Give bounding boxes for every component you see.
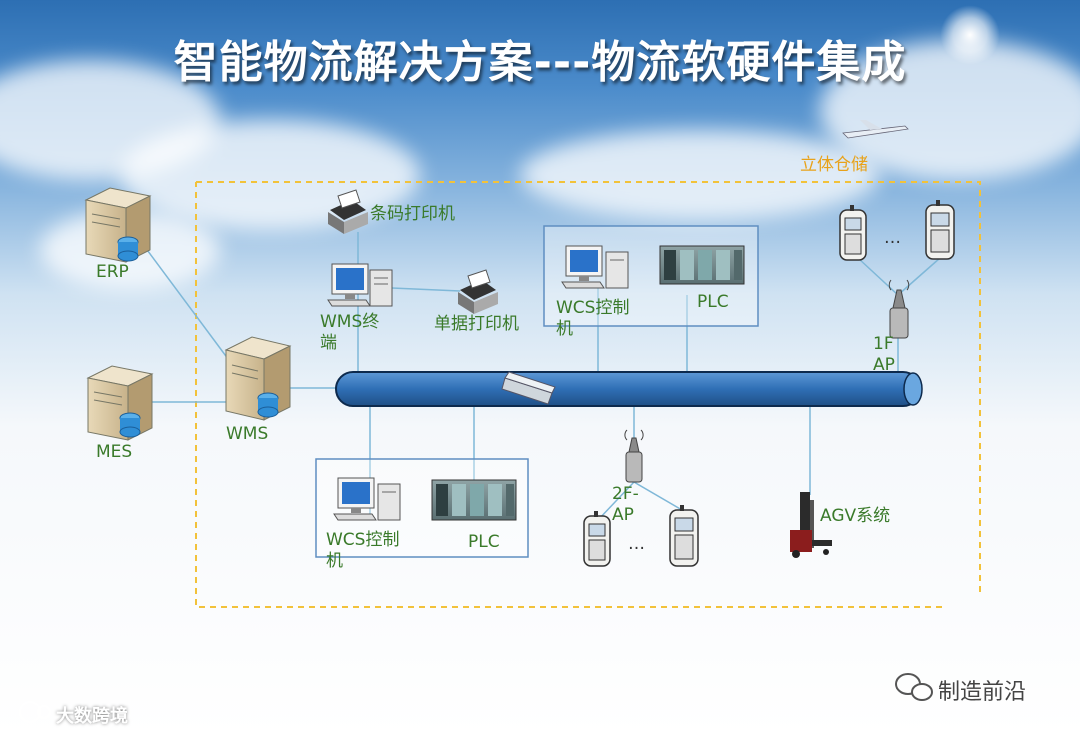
cloud <box>820 40 1080 180</box>
agv-label: AGV系统 <box>820 506 891 526</box>
wcs-computer-top-icon <box>561 245 629 289</box>
handheld-terminal-icon <box>583 511 611 567</box>
wcs-top-label: WCS控制 机 <box>556 298 630 339</box>
cloud <box>120 120 420 230</box>
network-bus <box>335 371 923 407</box>
ellipsis-bottom: … <box>628 534 645 554</box>
mes-server-icon <box>86 365 154 441</box>
page-title: 智能物流解决方案---物流软硬件集成 <box>173 37 907 88</box>
cloud <box>520 130 880 220</box>
agv-forklift-icon <box>790 492 832 558</box>
handheld-terminal-icon <box>839 205 867 261</box>
document-printer-icon <box>458 269 498 314</box>
handheld-terminal-icon <box>669 505 699 567</box>
plc-top-label: PLC <box>697 292 729 312</box>
wms-server-icon <box>224 336 292 421</box>
watermark-left: 大数跨境 <box>56 706 128 727</box>
storage-area-border <box>195 181 981 608</box>
access-point-2f-icon <box>624 429 644 483</box>
wms-terminal-computer-icon <box>327 263 393 307</box>
barcode-printer-icon <box>328 189 368 234</box>
brand-watermark: 制造前沿 <box>938 680 1027 705</box>
wms-label: WMS <box>226 424 269 444</box>
plc-top-icon <box>659 245 745 285</box>
handheld-terminal-icon <box>925 200 955 260</box>
network-switch-icon <box>501 371 556 405</box>
mes-label: MES <box>96 442 133 462</box>
access-point-1f-icon <box>888 279 910 339</box>
plc-bottom-icon <box>431 479 517 521</box>
ap-2f-label: 2F- AP <box>612 484 639 525</box>
wcs-computer-bottom-icon <box>333 477 401 521</box>
plc-bottom-label: PLC <box>468 532 500 552</box>
document-printer-label: 单据打印机 <box>434 314 519 334</box>
watermark-logo-icon <box>19 701 51 723</box>
connector-lines <box>135 232 941 521</box>
storage-area-label: 立体仓储 <box>800 155 868 175</box>
sun <box>940 5 1000 65</box>
wechat-icon <box>895 673 933 701</box>
wcs-bottom-label: WCS控制 机 <box>326 530 400 571</box>
wms-terminal-label: WMS终 端 <box>320 312 380 353</box>
airplane-icon <box>842 120 909 139</box>
ellipsis-top: … <box>884 228 901 248</box>
ap-1f-label: 1F AP <box>873 334 895 375</box>
erp-server-icon <box>84 187 152 263</box>
barcode-printer-label: 条码打印机 <box>370 204 455 224</box>
erp-label: ERP <box>96 262 129 282</box>
